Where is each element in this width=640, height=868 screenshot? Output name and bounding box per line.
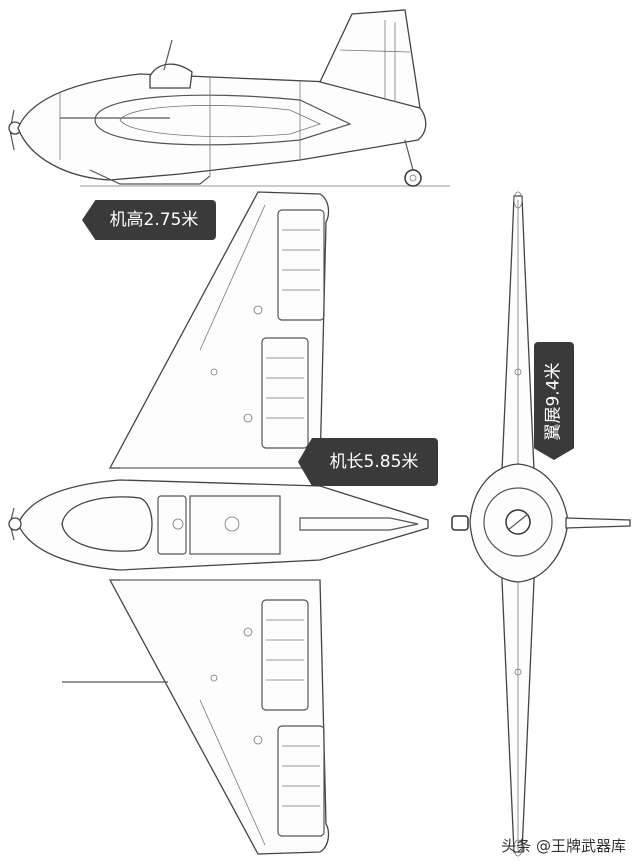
front-view [451,191,631,857]
height-label: 机高2.75米 [82,200,216,240]
wingspan-label: 翼展9.4米 [534,342,574,460]
top-view [8,191,429,855]
wingspan-label-text: 翼展9.4米 [543,361,564,441]
length-label: 机长5.85米 [298,438,438,486]
side-view [8,9,450,187]
watermark: 头条 @王牌武器库 [501,837,626,855]
length-label-text: 机长5.85米 [329,451,419,472]
height-label-text: 机高2.75米 [109,209,199,230]
